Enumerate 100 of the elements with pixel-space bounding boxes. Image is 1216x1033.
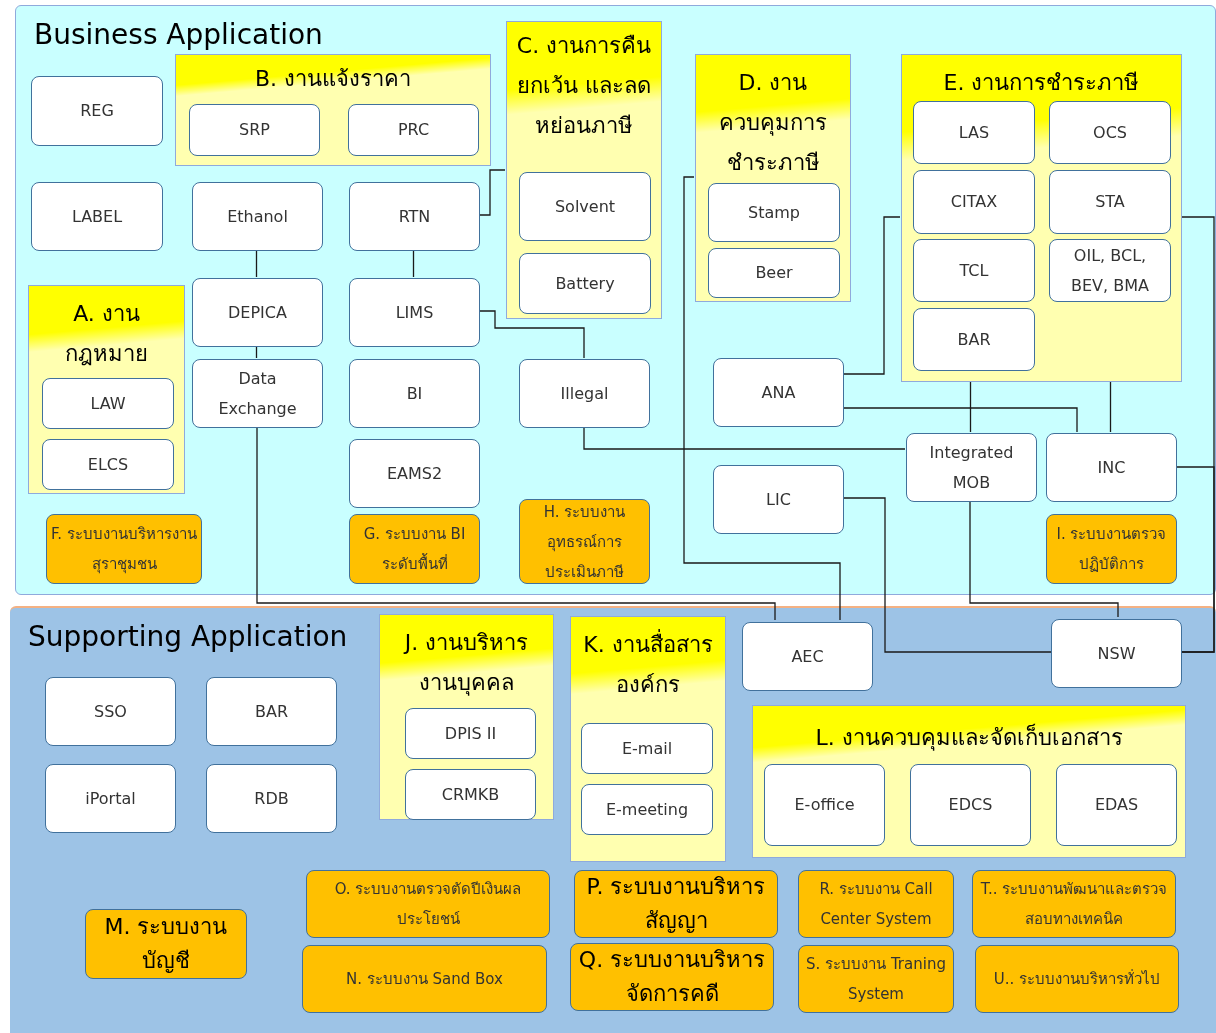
group-panel — [506, 21, 662, 319]
system-box — [798, 945, 954, 1013]
section-title: Business Application — [34, 17, 323, 53]
system-box — [405, 708, 536, 759]
box-label: BAR — [956, 328, 992, 351]
box-label: DEPICA — [227, 301, 288, 324]
box-label: CRMKB — [440, 783, 501, 806]
system-box — [302, 945, 547, 1013]
connector-line — [478, 310, 585, 359]
system-box — [192, 182, 323, 251]
system-box — [519, 499, 650, 584]
system-box — [405, 769, 536, 820]
section-panel — [10, 606, 1216, 1033]
system-box — [570, 943, 774, 1011]
system-box — [349, 278, 480, 347]
system-box — [192, 359, 323, 428]
box-label: Stamp — [747, 201, 801, 224]
box-label: N. ระบบงาน Sand Box — [346, 969, 503, 990]
group-panel — [695, 54, 851, 302]
system-box — [1046, 514, 1177, 584]
group-panel — [175, 54, 491, 166]
box-label: P. ระบบงานบริหารสัญญา — [585, 873, 767, 935]
system-box — [574, 870, 778, 938]
system-box — [913, 170, 1035, 234]
system-box — [42, 378, 174, 429]
system-box — [913, 239, 1035, 302]
system-box — [519, 253, 651, 314]
connector-line — [583, 426, 906, 450]
box-label: T.. ระบบงานพัฒนาและตรวจสอบทางเทคนิค — [979, 879, 1169, 930]
system-box — [45, 677, 176, 746]
system-box — [798, 870, 954, 938]
system-box — [306, 870, 550, 938]
system-box — [349, 514, 480, 584]
box-label: LIMS — [394, 301, 435, 324]
system-box — [708, 183, 840, 242]
group-panel — [28, 285, 185, 494]
connector-line — [842, 497, 1052, 653]
box-label: REG — [79, 100, 115, 122]
box-label: G. ระบบงาน BI ระดับพื้นที่ — [362, 524, 467, 575]
group-panel — [752, 705, 1186, 858]
box-label: M. ระบบงานบัญชี — [103, 913, 229, 975]
box-label: EDAS — [1093, 794, 1140, 816]
system-box — [1049, 101, 1171, 164]
box-label: Beer — [754, 262, 794, 284]
box-label: NSW — [1096, 642, 1137, 665]
connector-line — [255, 345, 258, 359]
connector-line — [842, 216, 901, 375]
box-label: Data Exchange — [217, 367, 298, 420]
box-label: OCS — [1092, 121, 1128, 144]
system-box — [713, 465, 844, 534]
system-box — [975, 945, 1179, 1013]
box-label: Battery — [554, 272, 616, 295]
box-label: S. ระบบงาน Traning System — [805, 954, 947, 1005]
system-box — [910, 764, 1031, 846]
system-box — [31, 76, 163, 146]
connector-line — [683, 176, 841, 621]
box-label: LAW — [89, 392, 127, 415]
system-box — [42, 439, 174, 490]
box-label: AEC — [790, 645, 825, 668]
connector-line — [255, 249, 258, 278]
box-label: H. ระบบงานอุทธรณ์การประเมินภาษี — [542, 501, 627, 583]
connector-line — [1109, 380, 1112, 433]
group-panel — [901, 54, 1182, 382]
box-label: STA — [1094, 191, 1126, 213]
box-label: PRC — [396, 119, 431, 141]
group-title: K. งานสื่อสารองค์กร — [579, 625, 717, 705]
box-label: ANA — [760, 381, 797, 404]
system-box — [708, 248, 840, 298]
system-box — [1056, 764, 1177, 846]
system-box — [192, 278, 323, 347]
box-label: I. ระบบงานตรวจปฏิบัติการ — [1055, 524, 1168, 575]
system-box — [972, 870, 1176, 938]
system-box — [1049, 170, 1171, 234]
group-title: L. งานควบคุมและจัดเก็บเอกสาร — [815, 722, 1123, 753]
box-label: E-office — [793, 794, 856, 816]
box-label: CITAX — [949, 191, 999, 213]
connector-line — [256, 426, 776, 621]
box-label: Ethanol — [226, 205, 289, 228]
connector-line — [1175, 466, 1215, 653]
box-label: LIC — [765, 488, 792, 511]
system-box — [906, 433, 1037, 502]
group-title: C. งานการคืนยกเว้น และลดหย่อนภาษี — [515, 32, 653, 140]
system-box — [581, 723, 713, 774]
box-label: SRP — [238, 119, 271, 141]
group-panel — [570, 616, 726, 862]
box-label: DPIS II — [443, 722, 498, 745]
system-box — [45, 764, 176, 833]
box-label: INC — [1096, 456, 1127, 479]
box-label: E-mail — [620, 737, 674, 760]
group-title: B. งานแจ้งราคา — [254, 65, 412, 93]
box-label: EDCS — [947, 794, 994, 816]
box-label: ELCS — [86, 453, 130, 476]
system-box — [1051, 619, 1182, 688]
system-box — [349, 182, 480, 251]
connector-line — [969, 380, 972, 433]
system-box — [85, 909, 247, 979]
box-label: Solvent — [553, 195, 617, 218]
system-box — [913, 101, 1035, 164]
box-label: TCL — [958, 259, 990, 282]
box-label: U.. ระบบงานบริหารทั่วไป — [993, 968, 1161, 990]
